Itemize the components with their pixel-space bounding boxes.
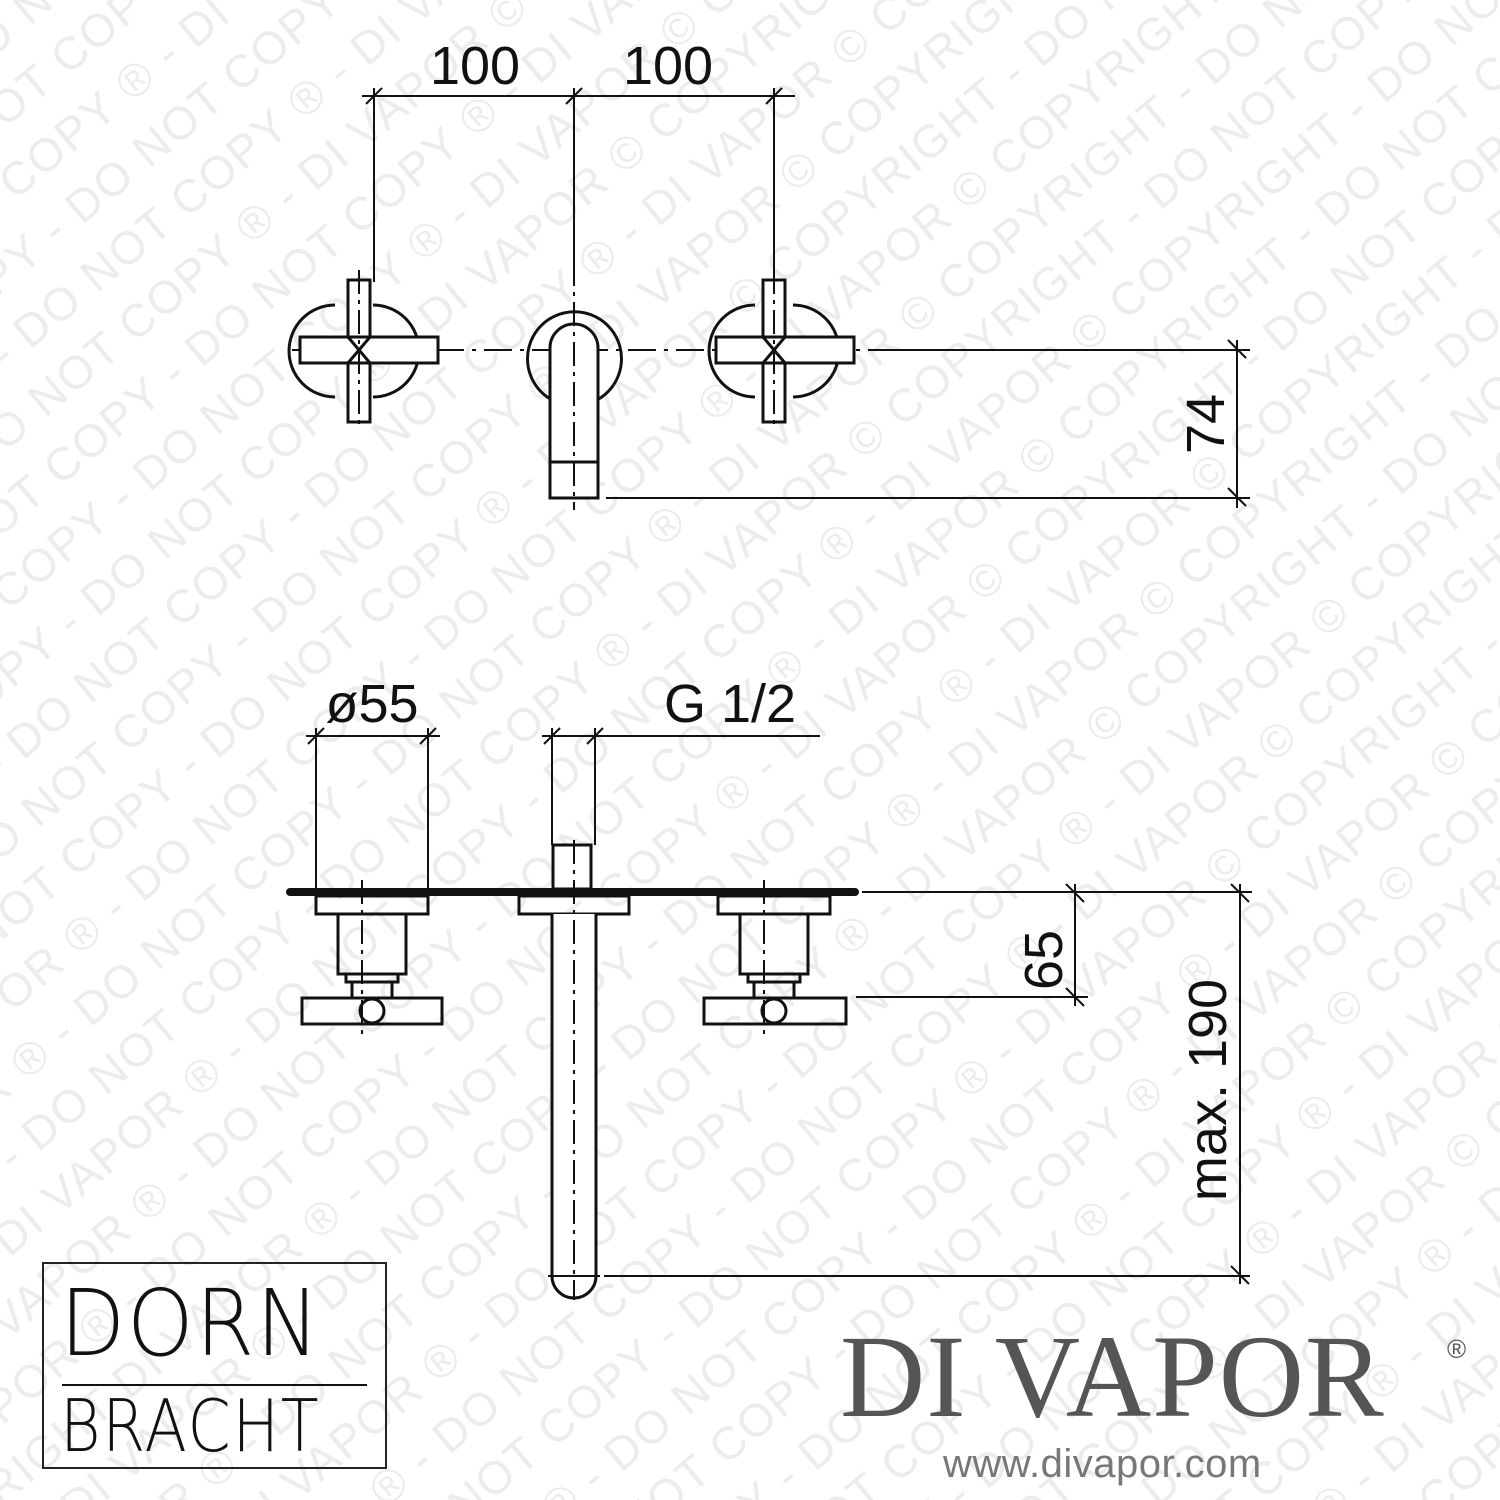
dim-height-74: 74 — [1176, 394, 1236, 454]
side-view — [286, 727, 1252, 1300]
dim-spacing-right: 100 — [623, 36, 713, 96]
spout-top — [526, 262, 1250, 510]
dim-handle-projection: 65 — [1014, 930, 1074, 990]
divapor-logo: DI VAPOR — [840, 1311, 1385, 1442]
dim-handle-diameter: ø55 — [325, 674, 418, 734]
spout-side — [517, 840, 1250, 1300]
top-view — [287, 87, 1250, 510]
logo-text-dorn: DORN — [60, 1270, 322, 1377]
logo-divider — [62, 1384, 367, 1386]
dim-spacing-left: 100 — [430, 36, 520, 96]
right-handle-side — [702, 880, 848, 1040]
logo-text-bracht: BRACHT — [60, 1384, 321, 1468]
dornbracht-logo: DORN BRACHT — [42, 1262, 387, 1469]
dim-thread-size: G 1/2 — [664, 674, 796, 734]
left-handle-side — [300, 880, 444, 1040]
divapor-url: www.divapor.com — [943, 1442, 1262, 1486]
dim-spout-projection: max. 190 — [1178, 979, 1238, 1201]
left-cross-handle-top — [287, 270, 440, 430]
right-cross-handle-top — [707, 270, 856, 430]
registered-mark-icon: ® — [1447, 1334, 1467, 1364]
